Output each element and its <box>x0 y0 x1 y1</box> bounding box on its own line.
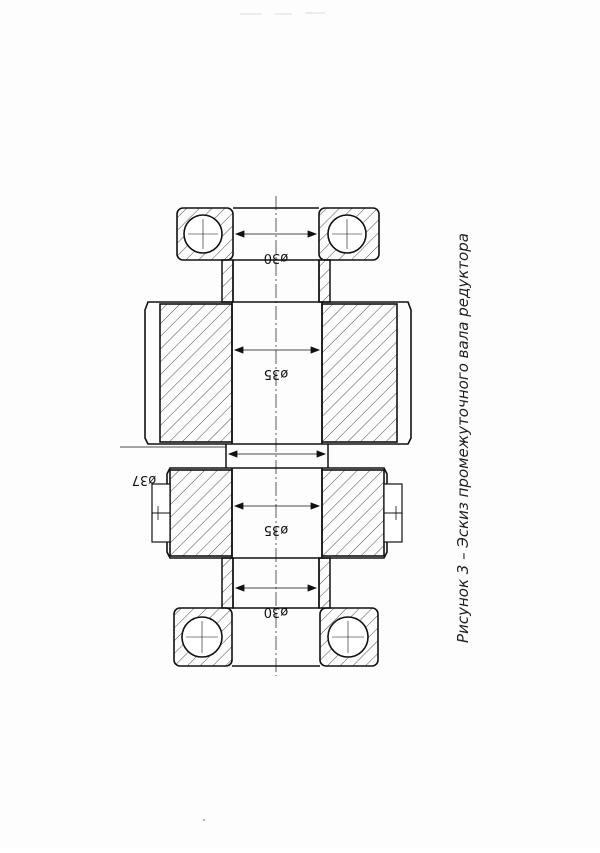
dimension-label: ø35 <box>264 366 289 381</box>
shaft-collar <box>120 444 329 468</box>
scan-marks <box>240 12 325 15</box>
dimension-d35-small: ø35 <box>233 502 321 537</box>
dimension-label: ø35 <box>264 522 289 537</box>
gear-large-left-section <box>159 303 233 443</box>
bearing-bottom <box>173 607 379 667</box>
figure-caption: Рисунок 3 – Эскиз промежуточного вала ре… <box>454 233 472 643</box>
gear-small-right-section <box>321 469 385 557</box>
scan-speck <box>203 819 205 821</box>
dimension-label: ø30 <box>264 250 289 265</box>
gear-large <box>144 301 412 445</box>
dimension-d35-large: ø35 <box>233 346 321 381</box>
gear-small <box>151 467 403 559</box>
dimension-label: ø37 <box>132 472 157 487</box>
dimension-d37: ø37 <box>132 450 327 487</box>
gear-large-right-section <box>321 303 398 443</box>
dimension-label: ø30 <box>264 604 289 619</box>
gear-small-left-section <box>169 469 233 557</box>
bearing-top <box>176 207 380 261</box>
dimension-d30-top: ø30 <box>234 230 318 265</box>
